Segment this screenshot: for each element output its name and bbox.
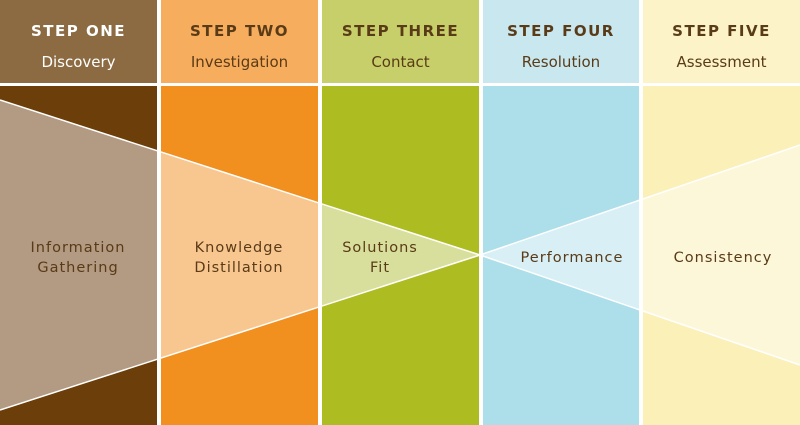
contact-body-line-1: Solutions (342, 240, 418, 256)
header-cell-step-five (643, 0, 800, 83)
investigation-body-line-1: Knowledge (195, 240, 284, 256)
wedge-segment-assessment (643, 145, 800, 365)
step-two-title: Investigation (191, 53, 288, 71)
wedge-edges (0, 99, 800, 411)
wedge-segment-resolution (483, 200, 639, 310)
investigation-body-line-2: Distillation (194, 260, 283, 276)
header-cell-step-one (0, 0, 157, 83)
header-cell-step-four (483, 0, 639, 83)
converge-top-edge (0, 99, 481, 256)
step-four-title: Resolution (522, 53, 600, 71)
discovery-body-line-2: Gathering (37, 260, 118, 276)
step-four-label: STEP FOUR (507, 22, 615, 40)
wedge-segment-contact (322, 203, 479, 307)
step-three-title: Contact (371, 53, 429, 71)
wedge-segment-investigation (161, 151, 318, 359)
step-one-label: STEP ONE (31, 22, 126, 40)
discovery-body-line-1: Information (31, 240, 126, 256)
step-two-label: STEP TWO (190, 22, 289, 40)
step-three-label: STEP THREE (342, 22, 459, 40)
step-five-title: Assessment (677, 53, 767, 71)
assessment-body-label: Consistency (674, 250, 773, 266)
contact-body-line-2: Fit (370, 260, 390, 276)
diverge-wedge (483, 145, 800, 365)
step-five-label: STEP FIVE (672, 22, 771, 40)
diverge-bottom-edge (479, 254, 800, 366)
converge-bottom-edge (0, 254, 481, 411)
body-labels: Information Gathering Knowledge Distilla… (31, 240, 773, 276)
converge-wedge (0, 100, 479, 410)
step-one-title: Discovery (41, 53, 115, 71)
header-cell-step-two (161, 0, 318, 83)
resolution-body-label: Performance (521, 250, 624, 266)
wedge-segment-discovery (0, 100, 157, 410)
diverge-top-edge (479, 144, 800, 256)
header-cell-step-three (322, 0, 479, 83)
header-row: STEP ONE Discovery STEP TWO Investigatio… (0, 0, 800, 83)
